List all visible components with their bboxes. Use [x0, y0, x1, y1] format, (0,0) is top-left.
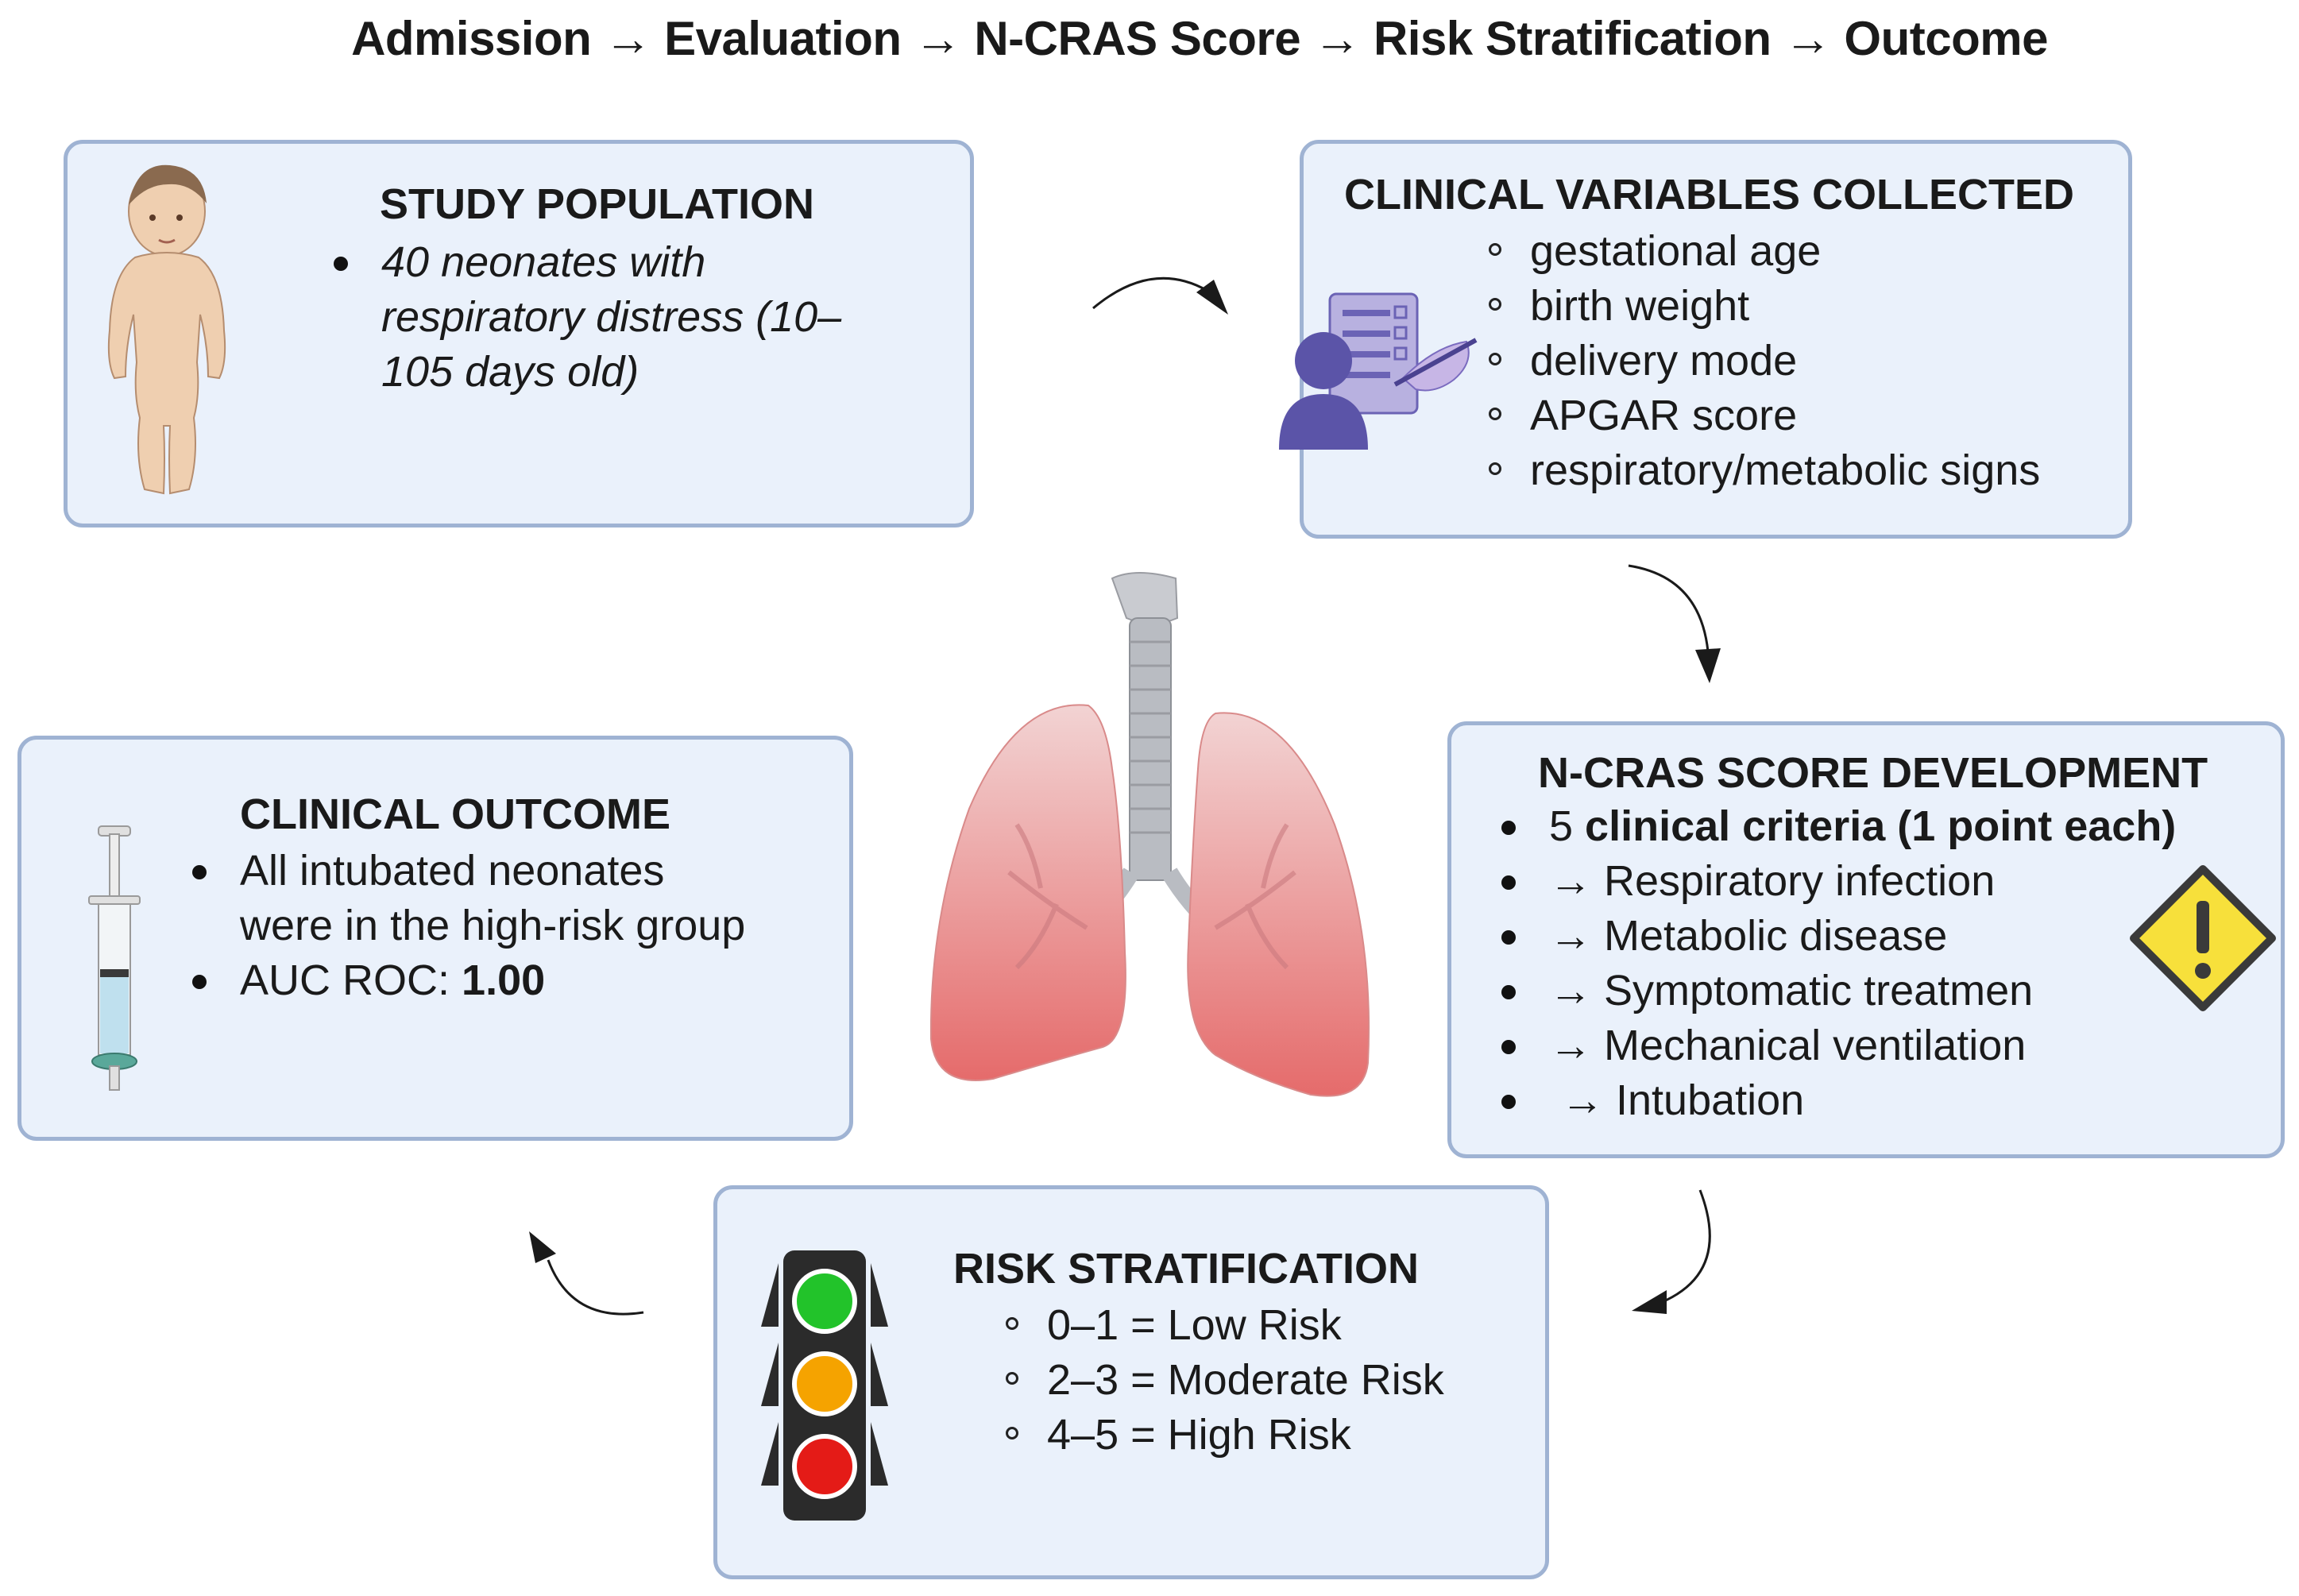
study-population-line: 40 neonates with [333, 235, 841, 290]
risk-list: 0–1 = Low Risk 2–3 = Moderate Risk 4–5 =… [1006, 1298, 1444, 1463]
clinical-outcome-box [17, 736, 853, 1141]
clinical-outcome-list: All intubated neonates were in the high-… [191, 844, 746, 1008]
ncras-item: → Mechanical ventilation [1501, 1018, 2176, 1073]
auc-value: 1.00 [462, 956, 546, 1004]
ncras-heading: N-CRAS SCORE DEVELOPMENT [1538, 749, 2208, 797]
clinical-variable-item: birth weight [1488, 279, 2040, 334]
clinical-variable-item: delivery mode [1488, 334, 2040, 388]
clinical-variable-item: respiratory/metabolic signs [1488, 443, 2040, 498]
clinical-variable-item: gestational age [1488, 224, 2040, 279]
ncras-item: → Metabolic disease [1501, 909, 2176, 964]
risk-item: 0–1 = Low Risk [1006, 1298, 1444, 1353]
risk-stratification-heading: RISK STRATIFICATION [953, 1245, 1419, 1293]
study-population-heading: STUDY POPULATION [380, 180, 815, 228]
clinician-checklist-icon [1279, 292, 1478, 450]
neonate-illustration [107, 164, 226, 495]
study-population-line: 105 days old) [381, 348, 639, 396]
risk-item: 4–5 = High Risk [1006, 1408, 1444, 1463]
clinical-variable-item: APGAR score [1488, 388, 2040, 443]
clinical-variables-heading: CLINICAL VARIABLES COLLECTED [1344, 171, 2075, 218]
outcome-auc: AUC ROC: 1.00 [191, 953, 745, 1008]
outcome-line: were in the high-risk group [240, 902, 746, 949]
arrow-risk-to-outcome [529, 1231, 644, 1316]
arrow-population-to-variables [1092, 276, 1228, 315]
ncras-list: 5 clinical criteria (1 point each) → Res… [1501, 799, 2177, 1128]
clinical-variables-box [1300, 140, 2132, 539]
arrow-ncras-to-risk [1632, 1189, 1711, 1314]
ncras-criteria-label: clinical criteria (1 point each) [1585, 802, 2177, 850]
warning-icon [2130, 865, 2276, 1011]
arrow-variables-to-ncras [1628, 564, 1721, 683]
lungs-illustration [929, 572, 1370, 1097]
clinical-variables-list: gestational age birth weight delivery mo… [1488, 224, 2040, 498]
study-population-line: respiratory distress (10– [381, 293, 842, 341]
ncras-item: 5 clinical criteria (1 point each) [1501, 799, 2177, 854]
traffic-light-icon [761, 1250, 888, 1521]
risk-item: 2–3 = Moderate Risk [1006, 1353, 1444, 1408]
ncras-item: → Symptomatic treatmen [1501, 964, 2176, 1018]
auc-label: AUC ROC: [240, 956, 462, 1004]
ncras-item: → Intubation [1501, 1073, 2176, 1128]
outcome-line: All intubated neonates [191, 844, 745, 898]
page-title: Admission → Evaluation → N-CRAS Score → … [351, 12, 2048, 65]
clinical-outcome-heading: CLINICAL OUTCOME [240, 790, 670, 838]
ncras-criteria-count: 5 [1549, 802, 1586, 850]
study-population-list: 40 neonates with respiratory distress (1… [333, 235, 842, 400]
ncras-item: → Respiratory infection [1501, 854, 2176, 909]
syringe-icon [88, 825, 141, 1091]
